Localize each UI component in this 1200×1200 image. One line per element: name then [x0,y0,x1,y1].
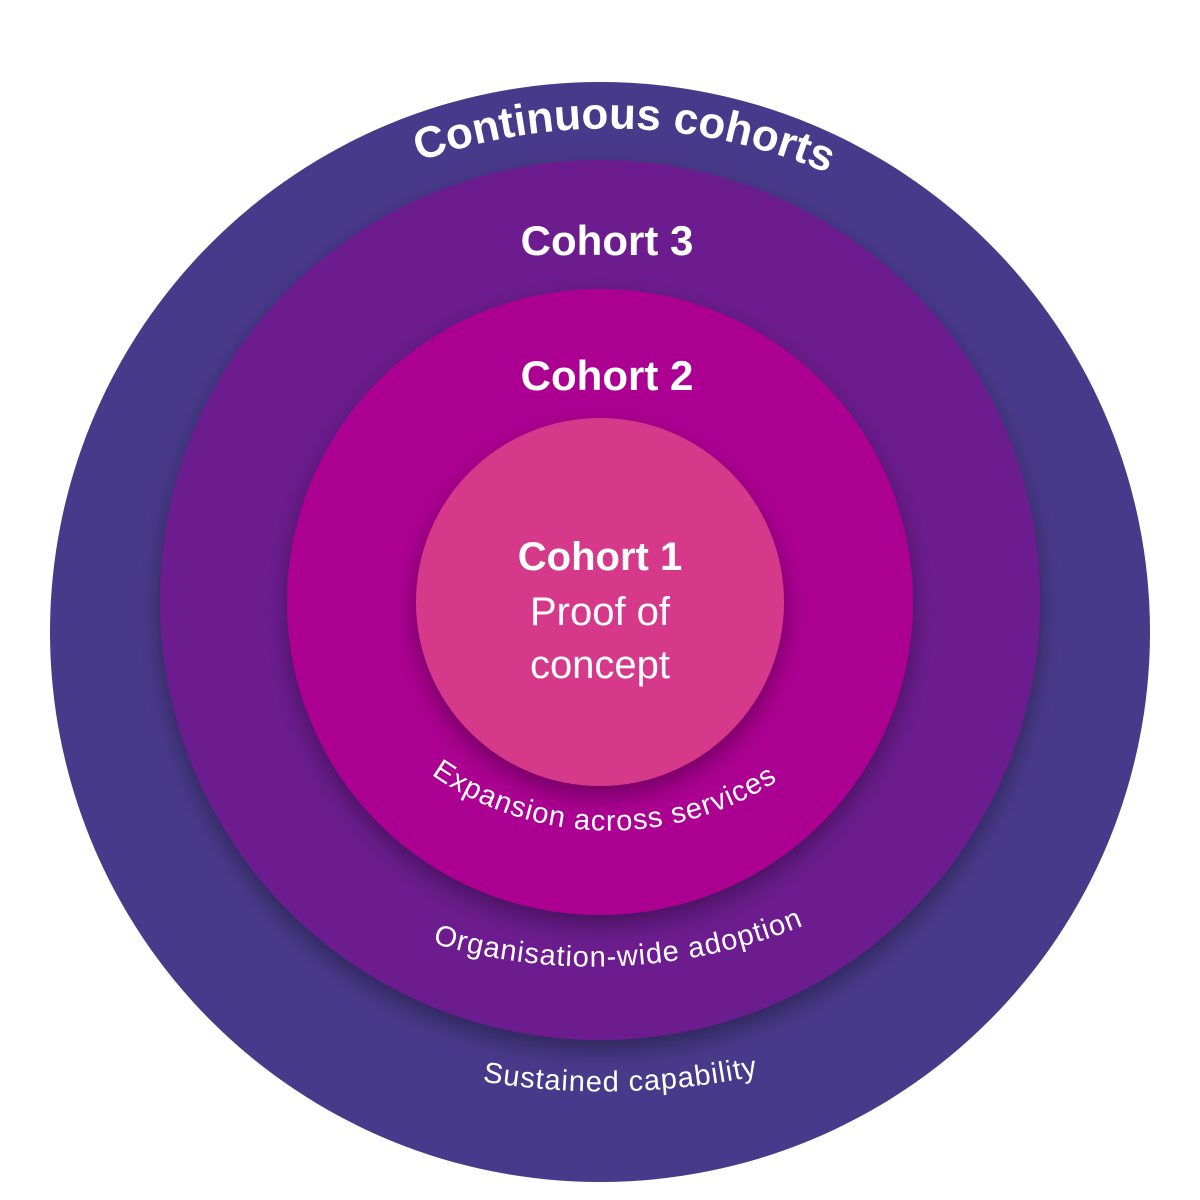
proof-of-label: Proof of [530,590,671,634]
cohort-2-title: Cohort 2 [521,352,694,399]
concept-label: concept [530,643,670,687]
ring-cohort-1 [416,418,784,786]
cohort-3-title: Cohort 3 [521,217,694,264]
cohort-1-title: Cohort 1 [518,535,682,579]
